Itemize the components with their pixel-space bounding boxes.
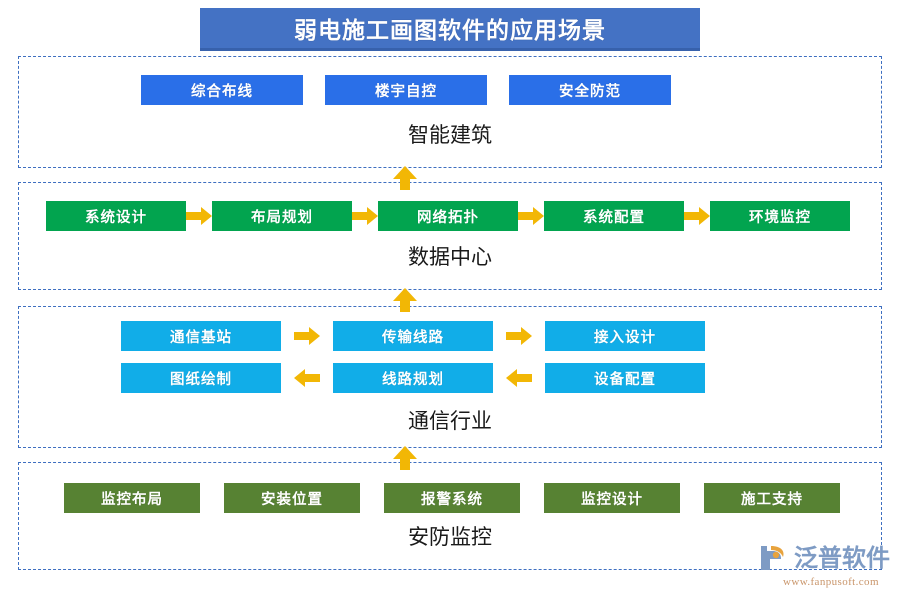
node-box[interactable]: 综合布线 (141, 75, 303, 105)
section-label-data-center: 数据中心 (408, 245, 492, 269)
node-row: 监控布局 安装位置 报警系统 监控设计 施工支持 (64, 483, 840, 513)
section-label-telecom: 通信行业 (408, 409, 492, 433)
node-row: 系统设计 布局规划 网络拓扑 系统配置 环境监控 (46, 201, 850, 231)
node-box[interactable]: 报警系统 (384, 483, 520, 513)
connector-arrow-up-icon (393, 288, 417, 312)
node-box[interactable]: 图纸绘制 (121, 363, 281, 393)
arrow-right-icon (684, 207, 710, 225)
node-box[interactable]: 布局规划 (212, 201, 352, 231)
logo-name: 泛普软件 (794, 544, 890, 572)
fanpu-logo-icon (761, 546, 784, 570)
section-data-center: 系统设计 布局规划 网络拓扑 系统配置 环境监控 数据中心 (18, 182, 882, 290)
node-row: 通信基站 传输线路 接入设计 (121, 321, 705, 351)
node-box[interactable]: 系统设计 (46, 201, 186, 231)
node-box[interactable]: 传输线路 (333, 321, 493, 351)
node-box[interactable]: 网络拓扑 (378, 201, 518, 231)
brand-logo: 泛普软件 www.fanpusoft.com (757, 543, 892, 593)
section-smart-building: 综合布线 楼宇自控 安全防范 智能建筑 (18, 56, 882, 168)
logo-row: 泛普软件 (757, 543, 892, 573)
arrow-right-icon (518, 207, 544, 225)
title-banner: 弱电施工画图软件的应用场景 (0, 8, 900, 51)
node-box[interactable]: 接入设计 (545, 321, 705, 351)
node-box[interactable]: 通信基站 (121, 321, 281, 351)
node-box[interactable]: 安全防范 (509, 75, 671, 105)
node-box[interactable]: 安装位置 (224, 483, 360, 513)
arrow-left-icon (506, 369, 532, 387)
node-box[interactable]: 系统配置 (544, 201, 684, 231)
connector-arrow-up-icon (393, 446, 417, 470)
node-box[interactable]: 线路规划 (333, 363, 493, 393)
logo-url: www.fanpusoft.com (783, 576, 879, 588)
arrow-right-icon (186, 207, 212, 225)
section-telecom: 通信基站 传输线路 接入设计 图纸绘制 线路规划 设备配置 通信行业 (18, 306, 882, 448)
node-box[interactable]: 施工支持 (704, 483, 840, 513)
node-box[interactable]: 监控设计 (544, 483, 680, 513)
arrow-right-icon (294, 327, 320, 345)
node-row: 综合布线 楼宇自控 安全防范 (141, 75, 671, 105)
title-bar: 弱电施工画图软件的应用场景 (200, 8, 700, 51)
arrow-right-icon (506, 327, 532, 345)
node-row: 图纸绘制 线路规划 设备配置 (121, 363, 705, 393)
arrow-right-icon (352, 207, 378, 225)
section-label-security-monitoring: 安防监控 (408, 525, 492, 549)
section-label-smart-building: 智能建筑 (408, 123, 492, 147)
page-title: 弱电施工画图软件的应用场景 (294, 18, 606, 44)
node-box[interactable]: 监控布局 (64, 483, 200, 513)
node-box[interactable]: 环境监控 (710, 201, 850, 231)
node-box[interactable]: 楼宇自控 (325, 75, 487, 105)
connector-arrow-up-icon (393, 166, 417, 190)
node-box[interactable]: 设备配置 (545, 363, 705, 393)
arrow-left-icon (294, 369, 320, 387)
section-security-monitoring: 监控布局 安装位置 报警系统 监控设计 施工支持 安防监控 (18, 462, 882, 570)
